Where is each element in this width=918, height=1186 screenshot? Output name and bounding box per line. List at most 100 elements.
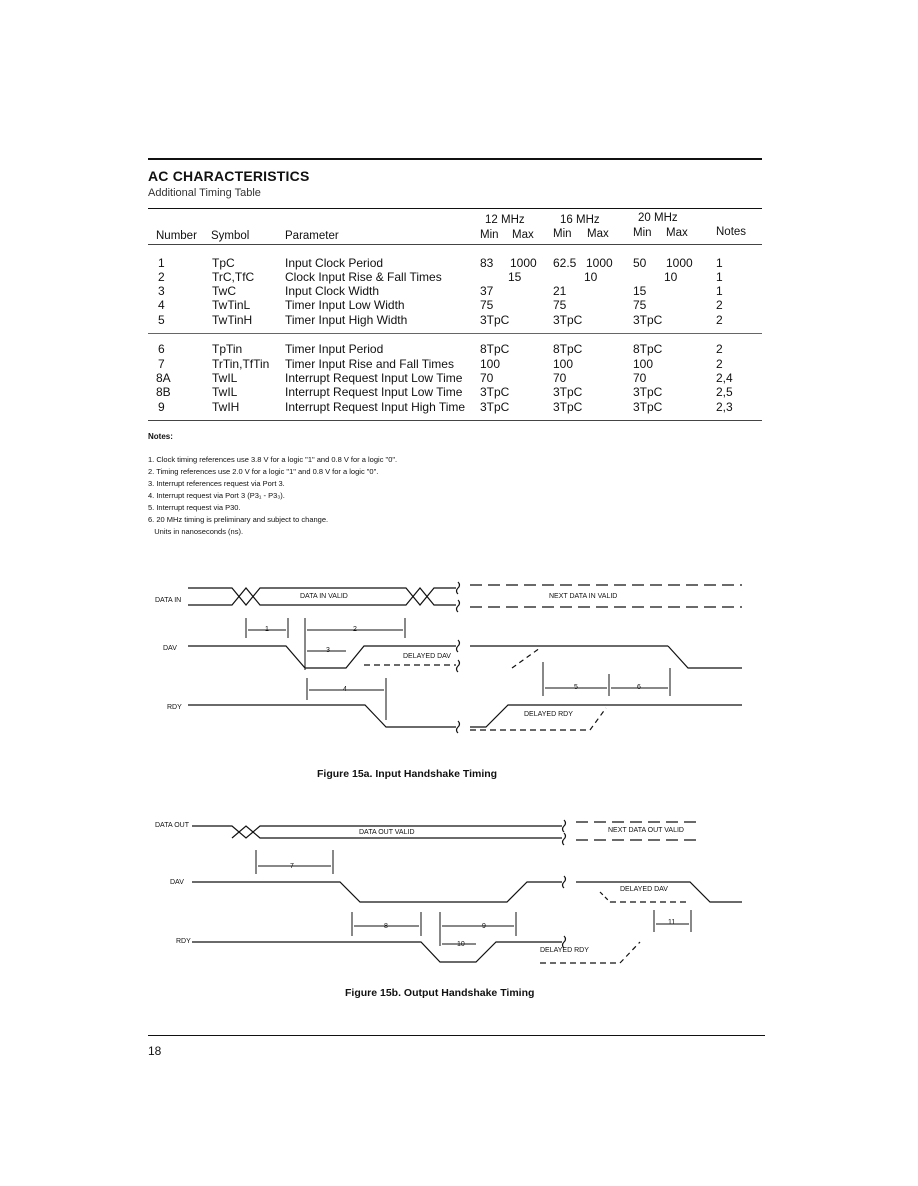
cell-max-12: 15: [508, 270, 522, 284]
cell-notes: 2: [716, 357, 723, 371]
cell-min-20: 15: [633, 284, 647, 298]
header-min-20: Min: [633, 227, 652, 239]
note-item: 5. Interrupt request via P30.: [148, 503, 241, 512]
data-out-valid-label: DATA OUT VALID: [359, 829, 415, 836]
header-min-12: Min: [480, 229, 499, 241]
cell-number: 8B: [156, 385, 171, 399]
note-item: 6. 20 MHz timing is preliminary and subj…: [148, 515, 329, 524]
cell-parameter: Timer Input Rise and Fall Times: [285, 357, 454, 371]
cell-symbol: TpC: [212, 256, 235, 270]
cell-number: 5: [158, 313, 165, 327]
delayed-rdy-label: DELAYED RDY: [524, 711, 573, 718]
interval-markers-b-mid: [351, 910, 692, 946]
rdy-waveform-b: [192, 935, 641, 964]
cell-min-12: 3TpC: [480, 385, 510, 399]
cell-number: 2: [158, 270, 165, 284]
cell-number: 8A: [156, 371, 171, 385]
cell-min-16: 3TpC: [553, 385, 583, 399]
cell-min-12: 8TpC: [480, 342, 510, 356]
interval-label: 8: [384, 923, 388, 930]
top-rule: [148, 158, 762, 160]
cell-notes: 2,4: [716, 371, 733, 385]
header-parameter: Parameter: [285, 230, 339, 242]
interval-label: 7: [290, 863, 294, 870]
cell-min-12: 100: [480, 357, 501, 371]
cell-symbol: TwIH: [212, 400, 240, 414]
cell-symbol: TwTinL: [212, 298, 251, 312]
cell-min-16: 100: [553, 357, 574, 371]
data-in-valid-label: DATA IN VALID: [300, 593, 348, 600]
cell-max-20: 10: [664, 270, 678, 284]
cell-number: 1: [158, 256, 165, 270]
cell-parameter: Interrupt Request Input Low Time: [285, 385, 463, 399]
cell-notes: 2: [716, 313, 723, 327]
note-item: 3. Interrupt references request via Port…: [148, 479, 285, 488]
header-notes: Notes: [716, 226, 747, 238]
header-symbol: Symbol: [211, 230, 250, 242]
table-bottom-rule: [148, 420, 762, 421]
signal-label-rdy: RDY: [167, 704, 182, 711]
interval-label: 3: [326, 647, 330, 654]
delayed-dav-label-b: DELAYED DAV: [620, 886, 668, 893]
interval-label: 9: [482, 923, 486, 930]
cell-min-16: 3TpC: [553, 313, 583, 327]
cell-parameter: Clock Input Rise & Fall Times: [285, 270, 442, 284]
interval-label: 6: [637, 684, 641, 691]
cell-min-16: 8TpC: [553, 342, 583, 356]
cell-min-20: 3TpC: [633, 385, 663, 399]
header-12mhz: 12 MHz: [485, 214, 525, 226]
cell-symbol: TrC,TfC: [212, 270, 255, 284]
signal-label-data-in: DATA IN: [155, 597, 182, 604]
cell-symbol: TwIL: [212, 385, 238, 399]
notes-heading: Notes:: [148, 432, 173, 441]
cell-number: 6: [158, 342, 165, 356]
note-item: 2. Timing references use 2.0 V for a log…: [148, 467, 379, 476]
input-handshake-diagram: [188, 581, 742, 734]
cell-notes: 2,5: [716, 385, 733, 399]
cell-number: 9: [158, 400, 165, 414]
interval-markers-a-mid: [306, 662, 671, 720]
cell-notes: 1: [716, 284, 723, 298]
data-out-waveform: [192, 819, 702, 846]
next-data-out-valid-label: NEXT DATA OUT VALID: [608, 827, 684, 834]
delayed-dav-label: DELAYED DAV: [403, 653, 451, 660]
table-top-rule: [148, 208, 762, 209]
cell-symbol: TpTin: [212, 342, 243, 356]
cell-notes: 2: [716, 342, 723, 356]
footer-rule: [148, 1035, 765, 1036]
header-20mhz: 20 MHz: [638, 212, 678, 224]
interval-label: 11: [668, 919, 676, 926]
cell-min-12: 70: [480, 371, 494, 385]
interval-label: 10: [457, 941, 465, 948]
group-rule: [148, 333, 762, 334]
note-item: 1. Clock timing references use 3.8 V for…: [148, 455, 398, 464]
note-item: Units in nanoseconds (ns).: [148, 527, 244, 536]
cell-min-20: 50: [633, 256, 647, 270]
cell-max-16: 1000: [586, 256, 613, 270]
figure-15a-caption: Figure 15a. Input Handshake Timing: [317, 768, 498, 780]
signal-label-data-out: DATA OUT: [155, 822, 189, 829]
header-min-16: Min: [553, 228, 572, 240]
cell-min-16: 21: [553, 284, 567, 298]
cell-min-12: 75: [480, 298, 494, 312]
note-item: 4. Interrupt request via Port 3 (P3₁ - P…: [148, 491, 285, 500]
cell-min-12: 83: [480, 256, 494, 270]
cell-number: 3: [158, 284, 165, 298]
interval-label: 1: [265, 626, 269, 633]
cell-parameter: Interrupt Request Input High Time: [285, 400, 466, 414]
cell-min-16: 3TpC: [553, 400, 583, 414]
cell-min-16: 62.5: [553, 256, 577, 270]
cell-parameter: Interrupt Request Input Low Time: [285, 371, 463, 385]
cell-parameter: Timer Input High Width: [285, 313, 408, 327]
cell-parameter: Input Clock Width: [285, 284, 380, 298]
delayed-rdy-label-b: DELAYED RDY: [540, 947, 589, 954]
cell-number: 7: [158, 357, 165, 371]
data-in-waveform: [188, 581, 742, 613]
interval-label: 2: [353, 626, 357, 633]
cell-min-20: 100: [633, 357, 654, 371]
interval-label: 5: [574, 684, 578, 691]
cell-max-20: 1000: [666, 256, 693, 270]
cell-min-16: 70: [553, 371, 567, 385]
cell-parameter: Timer Input Period: [285, 342, 384, 356]
page-number: 18: [148, 1044, 162, 1058]
